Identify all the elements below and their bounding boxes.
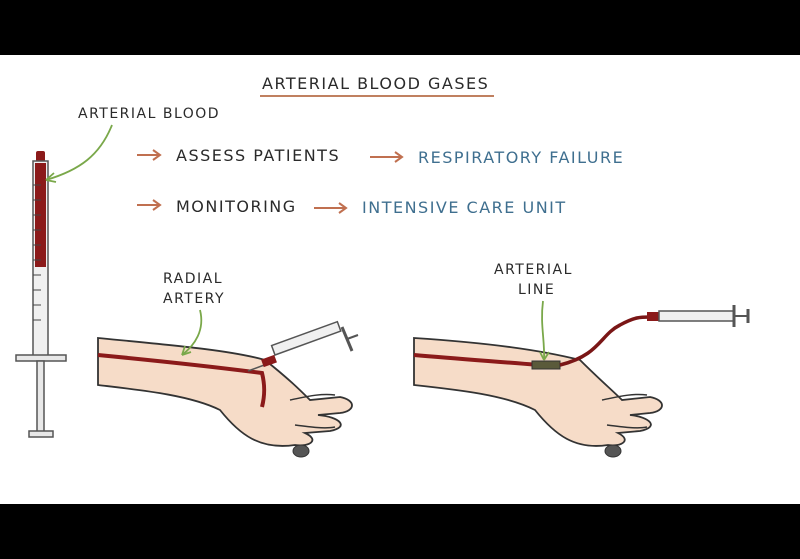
diagram-svg: ARTERIAL BLOOD GASES ARTERIAL	[15, 74, 750, 458]
row-1-right-text: RESPIRATORY FAILURE	[418, 148, 624, 167]
arrow-right-icon	[314, 202, 348, 214]
syringe-vertical	[15, 151, 67, 438]
arterial-blood-label: ARTERIAL BLOOD	[78, 106, 220, 122]
arrow-right-icon	[370, 151, 404, 163]
radial-label-line1: RADIAL	[163, 271, 223, 287]
arrow-right-icon	[137, 199, 162, 211]
thumbnail	[292, 444, 310, 458]
row-1-left-text: ASSESS PATIENTS	[176, 146, 340, 165]
radial-artery	[97, 353, 267, 408]
right-panel-arterial-line: ARTERIAL LINE	[413, 262, 750, 458]
row-2-left-text: MONITORING	[176, 197, 297, 216]
arrow-right-icon	[137, 149, 162, 161]
arterial-blood-pointer	[45, 124, 113, 181]
arterial-line-tubing	[559, 315, 651, 367]
radial-label-line2: ARTERY	[163, 291, 225, 307]
left-panel-radial: RADIAL ARTERY	[97, 271, 359, 458]
arterial-line-label-line2: LINE	[518, 282, 555, 298]
row-2-right-text: INTENSIVE CARE UNIT	[362, 198, 567, 217]
row-assess: ASSESS PATIENTS RESPIRATORY FAILURE	[137, 146, 624, 167]
diagram-title: ARTERIAL BLOOD GASES	[262, 74, 489, 93]
row-monitoring: MONITORING INTENSIVE CARE UNIT	[137, 197, 567, 217]
right-arm	[413, 337, 663, 447]
arterial-line-label-line1: ARTERIAL	[494, 262, 573, 278]
slide-canvas: ARTERIAL BLOOD GASES ARTERIAL	[0, 55, 800, 504]
left-arm	[97, 337, 353, 447]
